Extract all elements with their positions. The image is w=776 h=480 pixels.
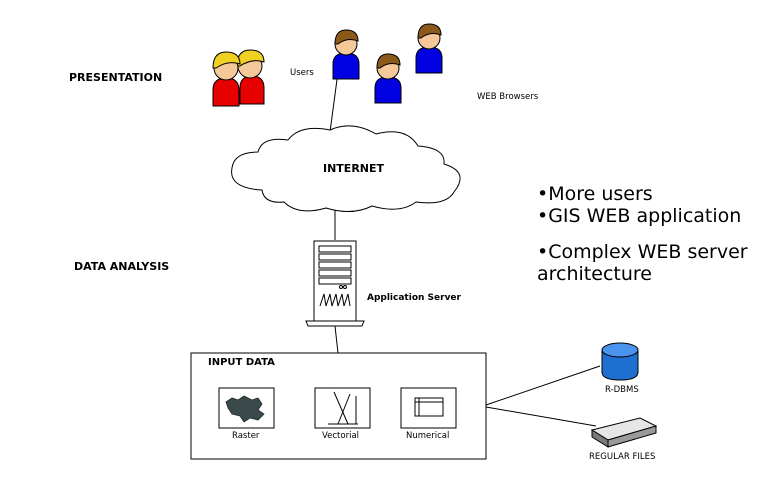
user-red-icon (236, 49, 265, 105)
server-icon (305, 240, 365, 327)
users-label: Users (290, 68, 314, 78)
input-data-label: INPUT DATA (208, 357, 275, 368)
bullet-complex-web-server: •Complex WEB server (537, 241, 748, 263)
bullet-architecture: architecture (537, 263, 652, 285)
users-to-cloud-line (329, 71, 339, 133)
bullet-list: •More users •GIS WEB application •Comple… (537, 183, 748, 285)
vectorial-label: Vectorial (322, 431, 360, 441)
vector-icon (314, 387, 371, 429)
data-analysis-layer-label: DATA ANALYSIS (74, 260, 170, 273)
internet-label: INTERNET (323, 162, 385, 175)
user-blue-icon (332, 29, 360, 80)
input-to-files-line (485, 406, 597, 427)
input-to-rdbms-line (485, 365, 601, 406)
presentation-layer-label: PRESENTATION (69, 71, 163, 84)
user-red-icon (212, 51, 241, 107)
raster-label: Raster (232, 431, 260, 441)
bullet-more-users: •More users (537, 183, 653, 205)
database-icon (601, 342, 639, 381)
connector-lines (329, 71, 601, 427)
web-browsers-label: WEB Browsers (477, 92, 539, 102)
rdbms-label: R-DBMS (605, 385, 639, 395)
application-server-label: Application Server (367, 293, 461, 303)
disk-icon (590, 417, 658, 448)
bullet-spacer (537, 227, 748, 241)
server-to-input-line (334, 325, 339, 354)
bullet-gis-web-application: •GIS WEB application (537, 205, 742, 227)
numerical-window-icon (400, 387, 457, 429)
numerical-label: Numerical (406, 431, 450, 441)
user-blue-icon (415, 23, 443, 74)
user-blue-icon (374, 53, 402, 104)
cloud-icon (231, 125, 461, 212)
raster-map-icon (218, 387, 275, 429)
regular-files-label: REGULAR FILES (589, 452, 656, 462)
